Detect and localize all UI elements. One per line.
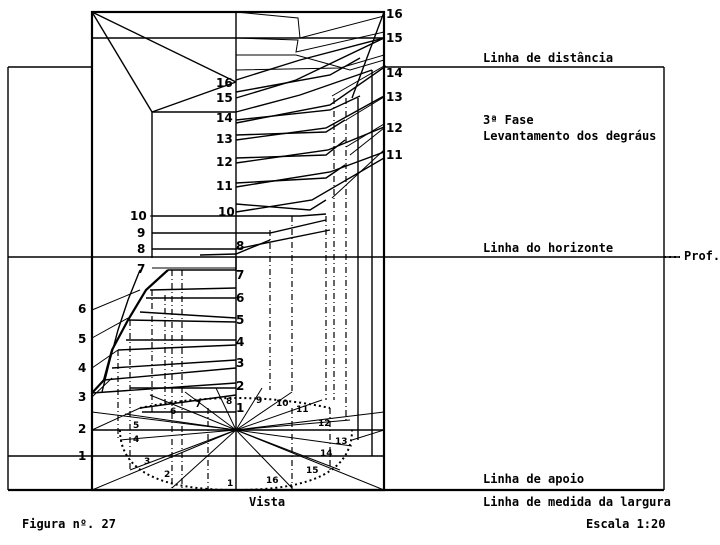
step-number: 4 <box>78 361 86 375</box>
plan-step-number: 13 <box>335 437 348 447</box>
step-number: 5 <box>78 332 86 346</box>
step-number: 9 <box>137 226 145 240</box>
step-number: 1 <box>236 401 244 415</box>
plan-step-number: 16 <box>266 476 279 486</box>
phase-label: 3ª Fase <box>483 113 534 127</box>
step-number: 4 <box>236 335 244 349</box>
figure-caption: Figura nº. 27 <box>22 517 116 531</box>
step-numbers-left-upper: 8 9 10 <box>130 209 147 256</box>
plan-step-number: 3 <box>144 457 150 467</box>
plan-step-number: 4 <box>133 435 139 445</box>
step-number: 11 <box>386 148 403 162</box>
step-number: 2 <box>236 379 244 393</box>
distance-line-label: Linha de distância <box>483 51 613 65</box>
step-number: 11 <box>216 179 233 193</box>
step-number: 14 <box>386 66 403 80</box>
step-number: 3 <box>236 356 244 370</box>
plan-step-number: 12 <box>318 419 331 429</box>
step-number: 10 <box>218 205 235 219</box>
right-leaders <box>331 65 385 441</box>
plan-step-number: 15 <box>306 466 319 476</box>
step-number: 13 <box>386 90 403 104</box>
step-numbers-plan: 1 2 3 4 5 6 7 8 9 10 11 12 13 14 15 16 <box>133 396 348 489</box>
scale-label: Escala 1:20 <box>586 517 665 531</box>
step-number: 3 <box>78 390 86 404</box>
step-number: 6 <box>78 302 86 316</box>
plan-step-number: 8 <box>226 397 232 407</box>
step-number: 1 <box>78 449 86 463</box>
step-number: 8 <box>137 242 145 256</box>
plan-step-number: 1 <box>227 479 233 489</box>
width-line-label: Linha de medida da largura <box>483 495 671 509</box>
horizon-line-label: Linha do horizonte <box>483 241 613 255</box>
phase-description: Levantamento dos degráus <box>483 129 656 143</box>
step-number: 10 <box>130 209 147 223</box>
step-number: 8 <box>236 239 244 253</box>
construction-verticals <box>117 70 373 490</box>
view-label: Vista <box>249 495 285 509</box>
plan-step-number: 7 <box>195 400 201 410</box>
step-number: 16 <box>216 76 233 90</box>
plan-view <box>91 387 385 492</box>
step-number: 5 <box>236 313 244 327</box>
step-number: 2 <box>78 422 86 436</box>
step-numbers-center-axis: 1 2 3 4 5 6 7 8 10 11 12 13 14 15 16 <box>216 76 244 415</box>
plan-step-number: 2 <box>164 470 170 480</box>
step-number: 7 <box>236 268 244 282</box>
plan-step-number: 6 <box>170 407 176 417</box>
step-number: 15 <box>386 31 403 45</box>
plan-step-number: 5 <box>133 421 139 431</box>
step-number: 12 <box>386 121 403 135</box>
step-number: 7 <box>137 262 145 276</box>
prof-label: Prof. <box>684 249 720 263</box>
plan-step-number: 11 <box>296 405 309 415</box>
annotations: Linha de distância 3ª Fase Levantamento … <box>22 51 720 531</box>
step-numbers-right-outer: 11 12 13 14 15 16 <box>386 7 403 162</box>
step-number: 13 <box>216 132 233 146</box>
step-number: 15 <box>216 91 233 105</box>
step-number: 6 <box>236 291 244 305</box>
plan-step-number: 9 <box>256 396 262 406</box>
plan-step-number: 14 <box>320 449 333 459</box>
step-numbers-left-outer: 1 2 3 4 5 6 7 <box>78 262 145 463</box>
step-number: 16 <box>386 7 403 21</box>
support-line-label: Linha de apoio <box>483 472 584 486</box>
step-number: 14 <box>216 111 233 125</box>
step-number: 12 <box>216 155 233 169</box>
plan-step-number: 10 <box>276 399 289 409</box>
